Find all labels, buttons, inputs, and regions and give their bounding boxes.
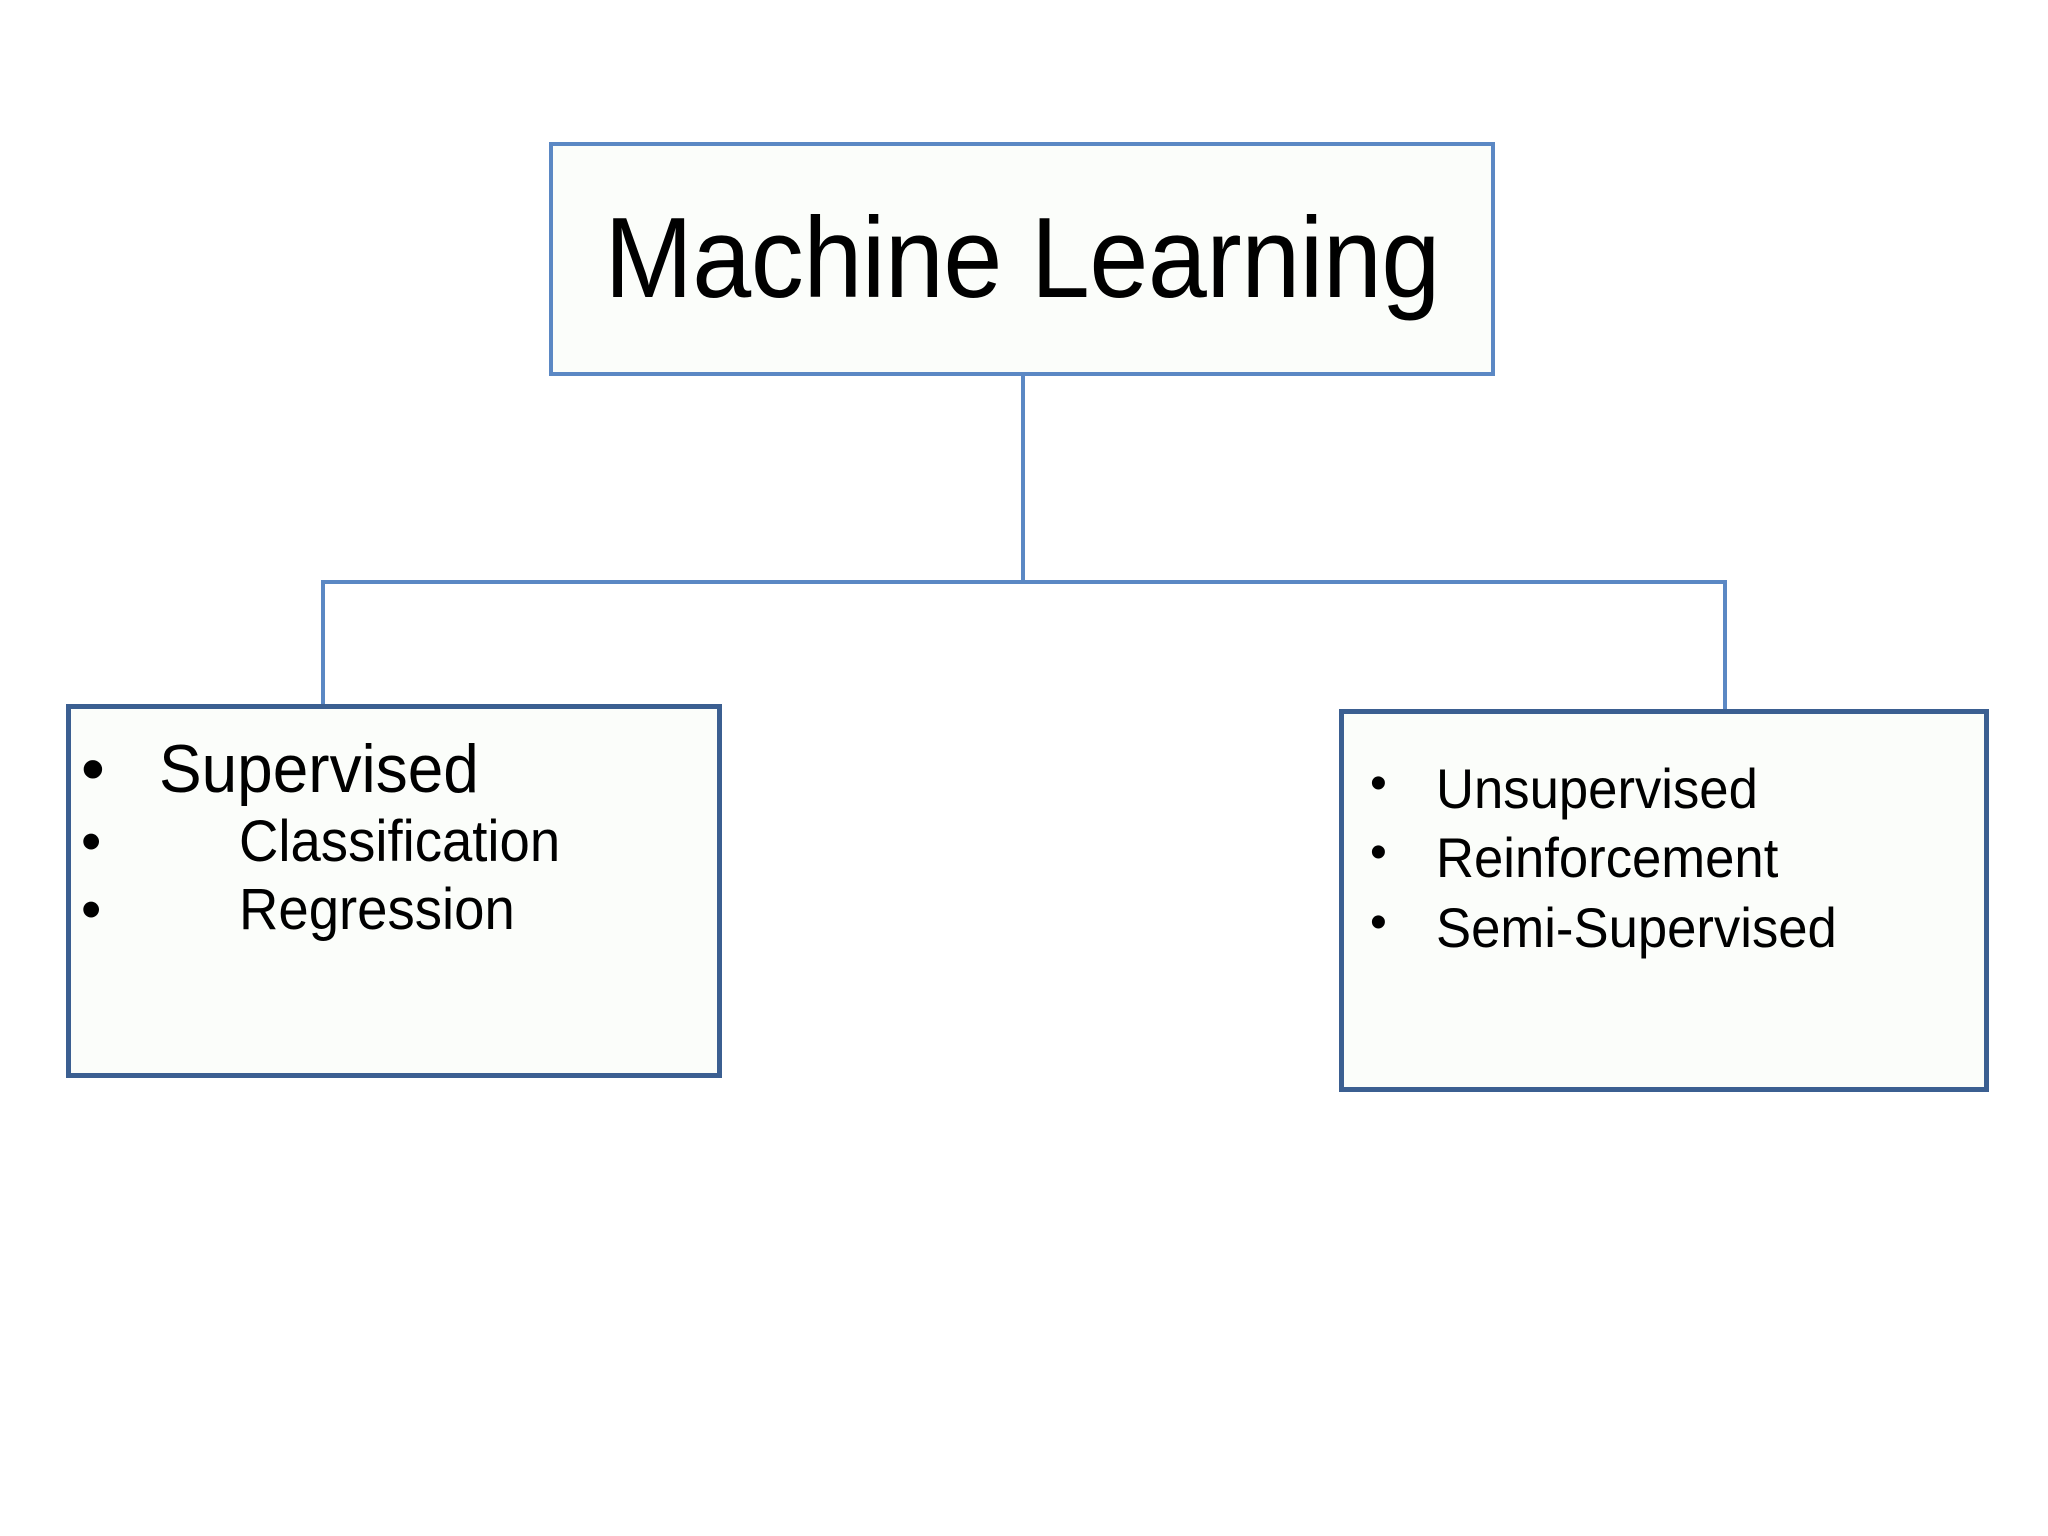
supervised-sublist: • Classification • Regression <box>81 808 707 943</box>
other-types-bullet-list: • Unsupervised • Reinforcement • Semi-Su… <box>1370 754 1974 962</box>
list-item-label: Reinforcement <box>1436 826 1779 890</box>
list-item-label: Unsupervised <box>1436 757 1758 820</box>
bullet-dot-icon: • <box>81 876 102 942</box>
bullet-dot-icon: • <box>1370 826 1387 880</box>
connector-right-branch <box>1723 580 1727 711</box>
list-item-unsupervised: • Unsupervised <box>1370 754 1974 823</box>
node-machine-learning[interactable]: Machine Learning <box>549 142 1495 376</box>
node-supervised[interactable]: • Supervised • Classification • Regressi… <box>66 704 722 1078</box>
list-item-reinforcement: • Reinforcement <box>1370 823 1974 892</box>
list-item-regression: • Regression <box>81 876 707 943</box>
connector-root-vertical <box>1021 374 1025 584</box>
node-machine-learning-label: Machine Learning <box>604 195 1440 323</box>
list-item-supervised: • Supervised <box>81 731 707 807</box>
list-item-semi-supervised: • Semi-Supervised <box>1370 893 1974 962</box>
bullet-dot-icon: • <box>81 731 105 807</box>
bullet-dot-icon: • <box>81 809 102 875</box>
bullet-dot-icon: • <box>1370 757 1387 810</box>
bullet-dot-icon: • <box>1370 895 1387 949</box>
supervised-sublist-container: • Classification • Regression <box>81 808 707 943</box>
list-item-label: Regression <box>239 876 515 942</box>
list-item-classification: • Classification <box>81 808 707 875</box>
node-other-learning-types[interactable]: • Unsupervised • Reinforcement • Semi-Su… <box>1339 709 1989 1092</box>
connector-horizontal-span <box>321 580 1727 584</box>
list-item-label: Supervised <box>159 731 479 807</box>
supervised-bullet-list: • Supervised • Classification • Regressi… <box>81 731 707 943</box>
connector-left-branch <box>321 580 325 706</box>
list-item-label: Semi-Supervised <box>1436 895 1837 959</box>
list-item-label: Classification <box>239 809 561 875</box>
